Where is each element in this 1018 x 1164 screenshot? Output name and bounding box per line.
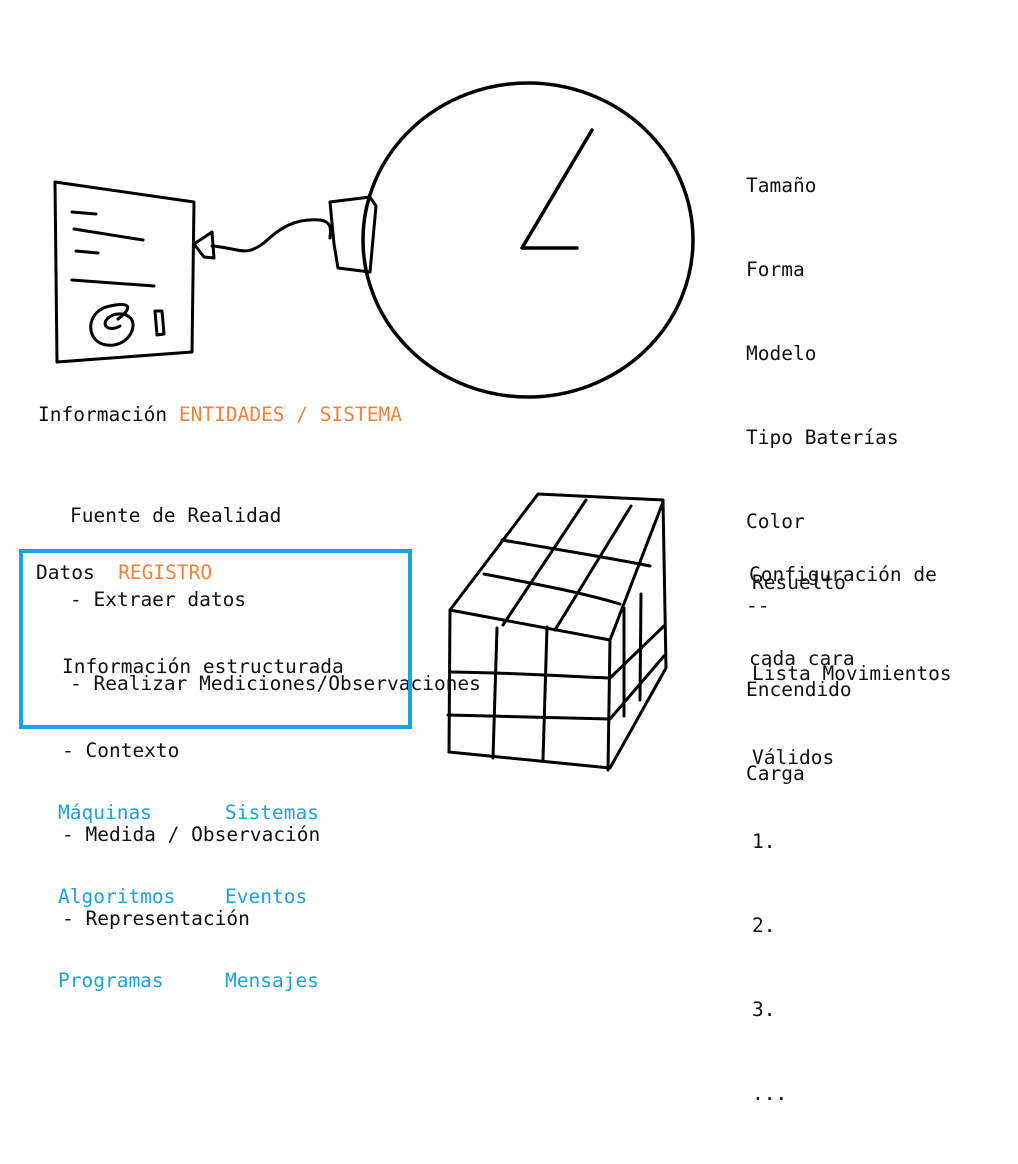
example-item: Máquinas xyxy=(58,801,152,824)
cube-step: 2. xyxy=(752,914,776,937)
example-item: Eventos xyxy=(225,885,308,908)
info-heading: Información ENTIDADES / SISTEMA xyxy=(38,401,402,429)
attr-size: Tamaño xyxy=(746,174,817,197)
example-item: Sistemas xyxy=(225,801,319,824)
datos-tag: REGISTRO xyxy=(118,561,213,584)
attr-shape: Forma xyxy=(746,258,805,281)
document-icon xyxy=(53,180,196,364)
sketch-canvas: Tamaño Forma Modelo Tipo Baterías Color … xyxy=(19,81,952,1105)
datos-line: - Contexto xyxy=(62,739,180,762)
info-line: - Extraer datos xyxy=(70,588,247,611)
cube-config-line: Configuración de xyxy=(749,563,937,586)
info-tag: ENTIDADES / SISTEMA xyxy=(178,403,402,426)
info-label: Información xyxy=(38,403,168,426)
cube-step: 1. xyxy=(752,830,776,853)
cube-config-note: Configuración de cada cara xyxy=(749,505,937,729)
attr-separator: -- xyxy=(746,594,770,617)
example-item: Algoritmos xyxy=(58,885,176,908)
rubiks-cube-icon xyxy=(446,492,668,772)
sketch-drawings xyxy=(53,81,695,772)
clock-icon xyxy=(361,81,695,399)
cube-step: ... xyxy=(752,1082,788,1105)
datos-label: Datos xyxy=(36,561,95,584)
cube-moves-note: Lista Movimientos Válidos 1. 2. 3. ... xyxy=(752,604,952,1164)
attr-color: Color xyxy=(746,510,805,533)
examples-col-1: Máquinas Algoritmos Programas xyxy=(58,743,175,1051)
clock-attributes: Tamaño Forma Modelo Tipo Baterías Color … xyxy=(746,116,899,844)
cube-moves-line: Válidos xyxy=(752,746,835,769)
cube-solved-note: Resuelto xyxy=(752,571,846,594)
attr-charge: Carga xyxy=(746,762,805,785)
datos-box xyxy=(19,549,412,729)
example-item: Mensajes xyxy=(225,969,319,992)
datos-line: Información estructurada xyxy=(62,655,344,678)
attr-power-on: Encendido xyxy=(746,678,852,701)
cube-step: 3. xyxy=(752,998,776,1021)
info-line: Fuente de Realidad xyxy=(70,504,282,527)
datos-heading: Datos REGISTRO xyxy=(36,559,212,587)
cube-config-line: cada cara xyxy=(749,647,855,670)
attr-battery-type: Tipo Baterías xyxy=(746,426,899,449)
examples-col-2: Sistemas Eventos Mensajes xyxy=(225,743,319,1051)
example-item: Programas xyxy=(58,969,164,992)
attr-model: Modelo xyxy=(746,342,817,365)
plug-icon xyxy=(192,195,378,274)
cube-moves-line: Lista Movimientos xyxy=(752,662,952,685)
